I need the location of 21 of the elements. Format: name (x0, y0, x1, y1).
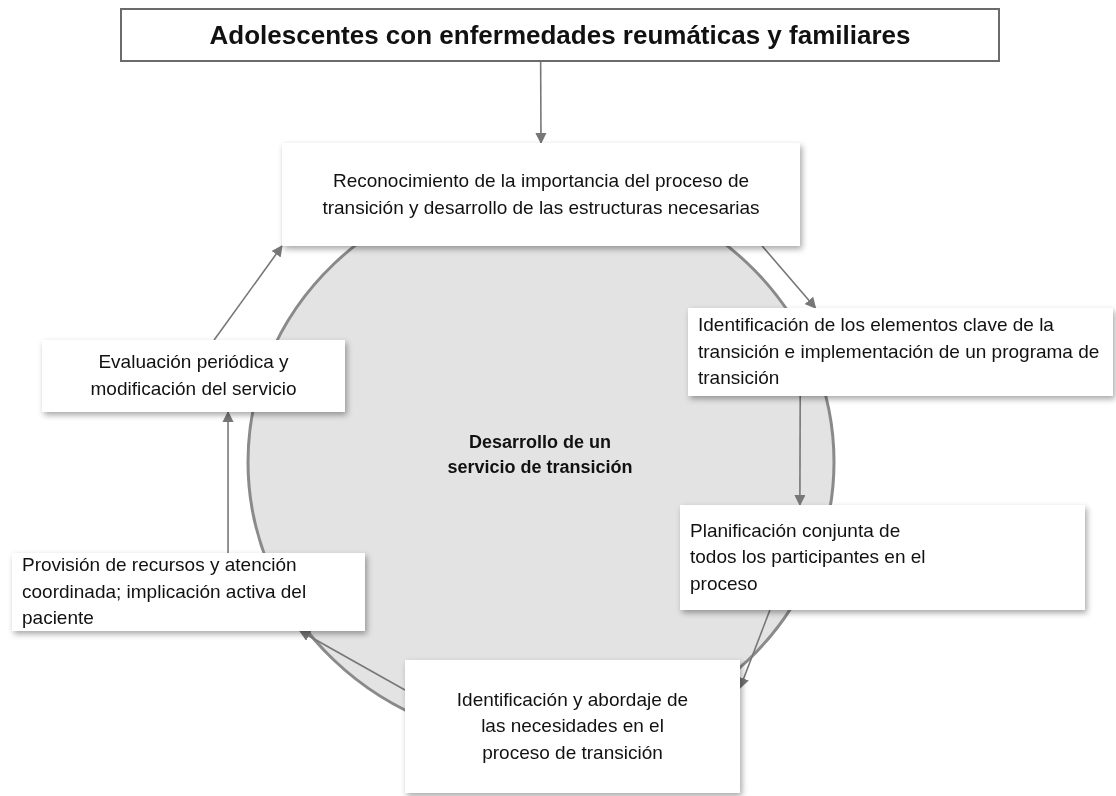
arrow (213, 245, 283, 341)
step-text: Evaluación periódica y modificación del servicio (89, 350, 298, 401)
step-text: Planificación conjunta de todos los participantes en el proceso (690, 518, 927, 596)
step-box (282, 143, 800, 246)
step-text: Identificación de los elementos clave de la transición e implementación de un programa de transición (698, 313, 1101, 391)
step-text: Adolescentes con enfermedades reumáticas y familiares (209, 18, 911, 52)
arrow (535, 61, 547, 145)
arrow (761, 245, 817, 309)
step-box (680, 505, 1085, 610)
step-box (42, 340, 345, 412)
step-box (688, 308, 1113, 396)
arrow (222, 410, 234, 554)
step-text: Provisión de recursos y atención coordinada; implicación activa del paciente (22, 553, 308, 631)
title-box (120, 8, 1000, 62)
arrow (299, 630, 406, 691)
step-text: Reconocimiento de la importancia del proceso de transición y desarrollo de las estructuras necesarias (321, 168, 761, 220)
step-box (12, 553, 365, 631)
step-text: Identificación y abordaje de las necesidades en el proceso de transición (455, 687, 690, 765)
step-box (405, 660, 740, 793)
arrow (794, 395, 806, 507)
center-label: Desarrollo de un servicio de transición (446, 430, 634, 479)
